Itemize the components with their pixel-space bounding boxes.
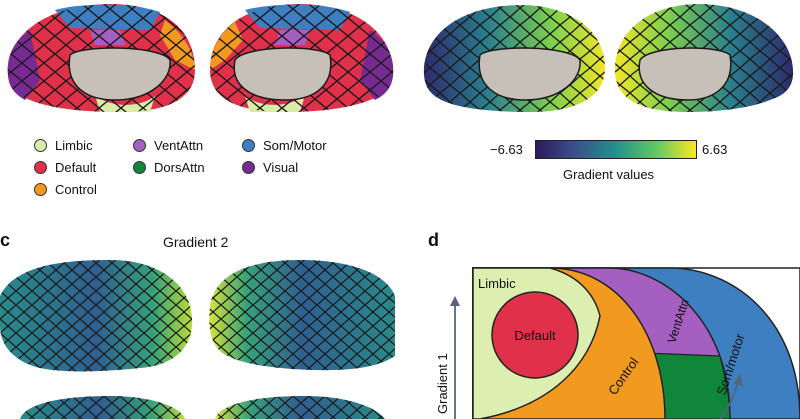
brain-medial-left bbox=[7, 4, 195, 112]
legend-item-ventattn: VentAttn bbox=[133, 138, 203, 153]
panel-letter-c: c bbox=[0, 230, 11, 250]
legend-label: Control bbox=[55, 182, 97, 197]
region-default bbox=[491, 291, 579, 379]
brain-bottom-right bbox=[215, 396, 385, 419]
colorbar bbox=[535, 140, 697, 159]
legend-label: Default bbox=[55, 160, 97, 175]
panel-letter-d: d bbox=[428, 230, 439, 250]
colorbar-max-label: 6.63 bbox=[702, 142, 728, 157]
brain-medial-right bbox=[210, 4, 394, 112]
brain-gradient-left bbox=[423, 5, 605, 112]
legend-item-control: Control bbox=[34, 182, 97, 197]
legend-swatch-limbic bbox=[34, 139, 47, 152]
legend-swatch-visual bbox=[242, 161, 255, 174]
label-default: Default bbox=[514, 328, 556, 343]
legend-swatch-ventattn bbox=[133, 139, 146, 152]
brain-lateral-left bbox=[0, 260, 193, 372]
panel-c-title: Gradient 2 bbox=[163, 234, 229, 250]
brain-gradient-right bbox=[615, 4, 794, 112]
legend-item-sommotor: Som/Motor bbox=[242, 138, 327, 153]
legend-label: Visual bbox=[263, 160, 299, 175]
legend-label: Limbic bbox=[55, 138, 93, 153]
legend-label: DorsAttn bbox=[154, 160, 205, 175]
brain-lateral-right bbox=[209, 260, 395, 371]
legend-swatch-default bbox=[34, 161, 47, 174]
legend-item-visual: Visual bbox=[242, 160, 298, 175]
colorbar-min-label: −6.63 bbox=[490, 142, 523, 157]
legend-item-limbic: Limbic bbox=[34, 138, 93, 153]
label-limbic: Limbic bbox=[478, 276, 516, 291]
gradient-schematic: Limbic Default Control VentAttn Som/moto… bbox=[435, 267, 800, 419]
legend-swatch-dorsattn bbox=[133, 161, 146, 174]
label-gradient1-axis: Gradient 1 bbox=[435, 353, 450, 414]
legend-item-default: Default bbox=[34, 160, 96, 175]
gradient1-axis-arrowhead bbox=[450, 296, 460, 306]
legend-label: VentAttn bbox=[154, 138, 204, 153]
legend-item-dorsattn: DorsAttn bbox=[133, 160, 205, 175]
legend-label: Som/Motor bbox=[263, 138, 327, 153]
legend-swatch-control bbox=[34, 183, 47, 196]
network-brains bbox=[7, 4, 394, 112]
gradient2-arrowhead bbox=[733, 374, 743, 386]
gradient1-brains bbox=[423, 4, 794, 112]
gradient2-brains bbox=[0, 260, 395, 419]
brain-bottom-left bbox=[20, 396, 185, 419]
colorbar-title: Gradient values bbox=[563, 167, 655, 182]
legend-swatch-sommotor bbox=[242, 139, 255, 152]
